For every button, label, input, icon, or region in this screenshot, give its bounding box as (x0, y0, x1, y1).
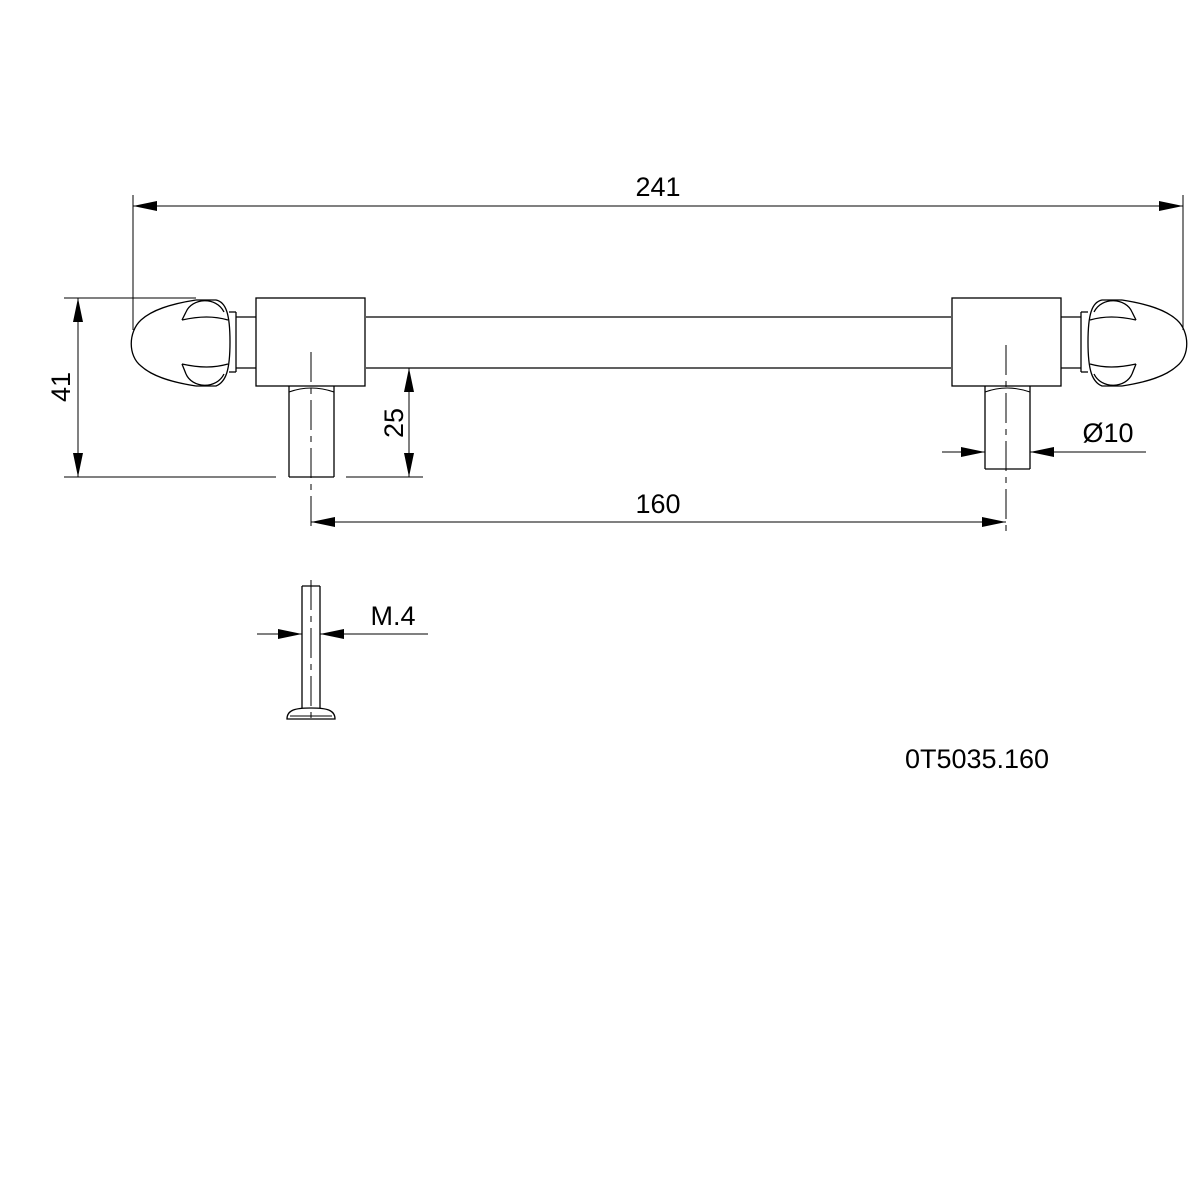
right-finial-knob (1087, 299, 1188, 387)
right-leg (984, 386, 1031, 470)
dimension-label-hole-spacing: 160 (635, 489, 680, 519)
dimension-height (64, 297, 276, 478)
product-code: 0T5035.160 (905, 744, 1049, 774)
right-collar (1061, 311, 1088, 373)
dimension-label-overall-length: 241 (635, 172, 680, 202)
dimension-label-height: 41 (46, 372, 76, 402)
dimension-label-leg-height: 25 (379, 408, 409, 438)
handle-bar (366, 316, 951, 369)
left-finial-knob (130, 299, 231, 387)
dimension-hole-spacing (311, 517, 1006, 527)
dimension-screw-thread (257, 629, 428, 639)
dimension-leg-height (346, 368, 423, 478)
dimension-overall-length (132, 195, 1184, 330)
dimension-label-screw-thread: M.4 (370, 601, 415, 631)
mounting-screw (286, 580, 336, 723)
dimension-leg-diameter (942, 447, 1146, 457)
dimension-label-leg-diameter: Ø10 (1082, 418, 1133, 448)
left-post-block (255, 297, 366, 387)
left-leg (288, 386, 335, 478)
left-collar (229, 311, 256, 373)
